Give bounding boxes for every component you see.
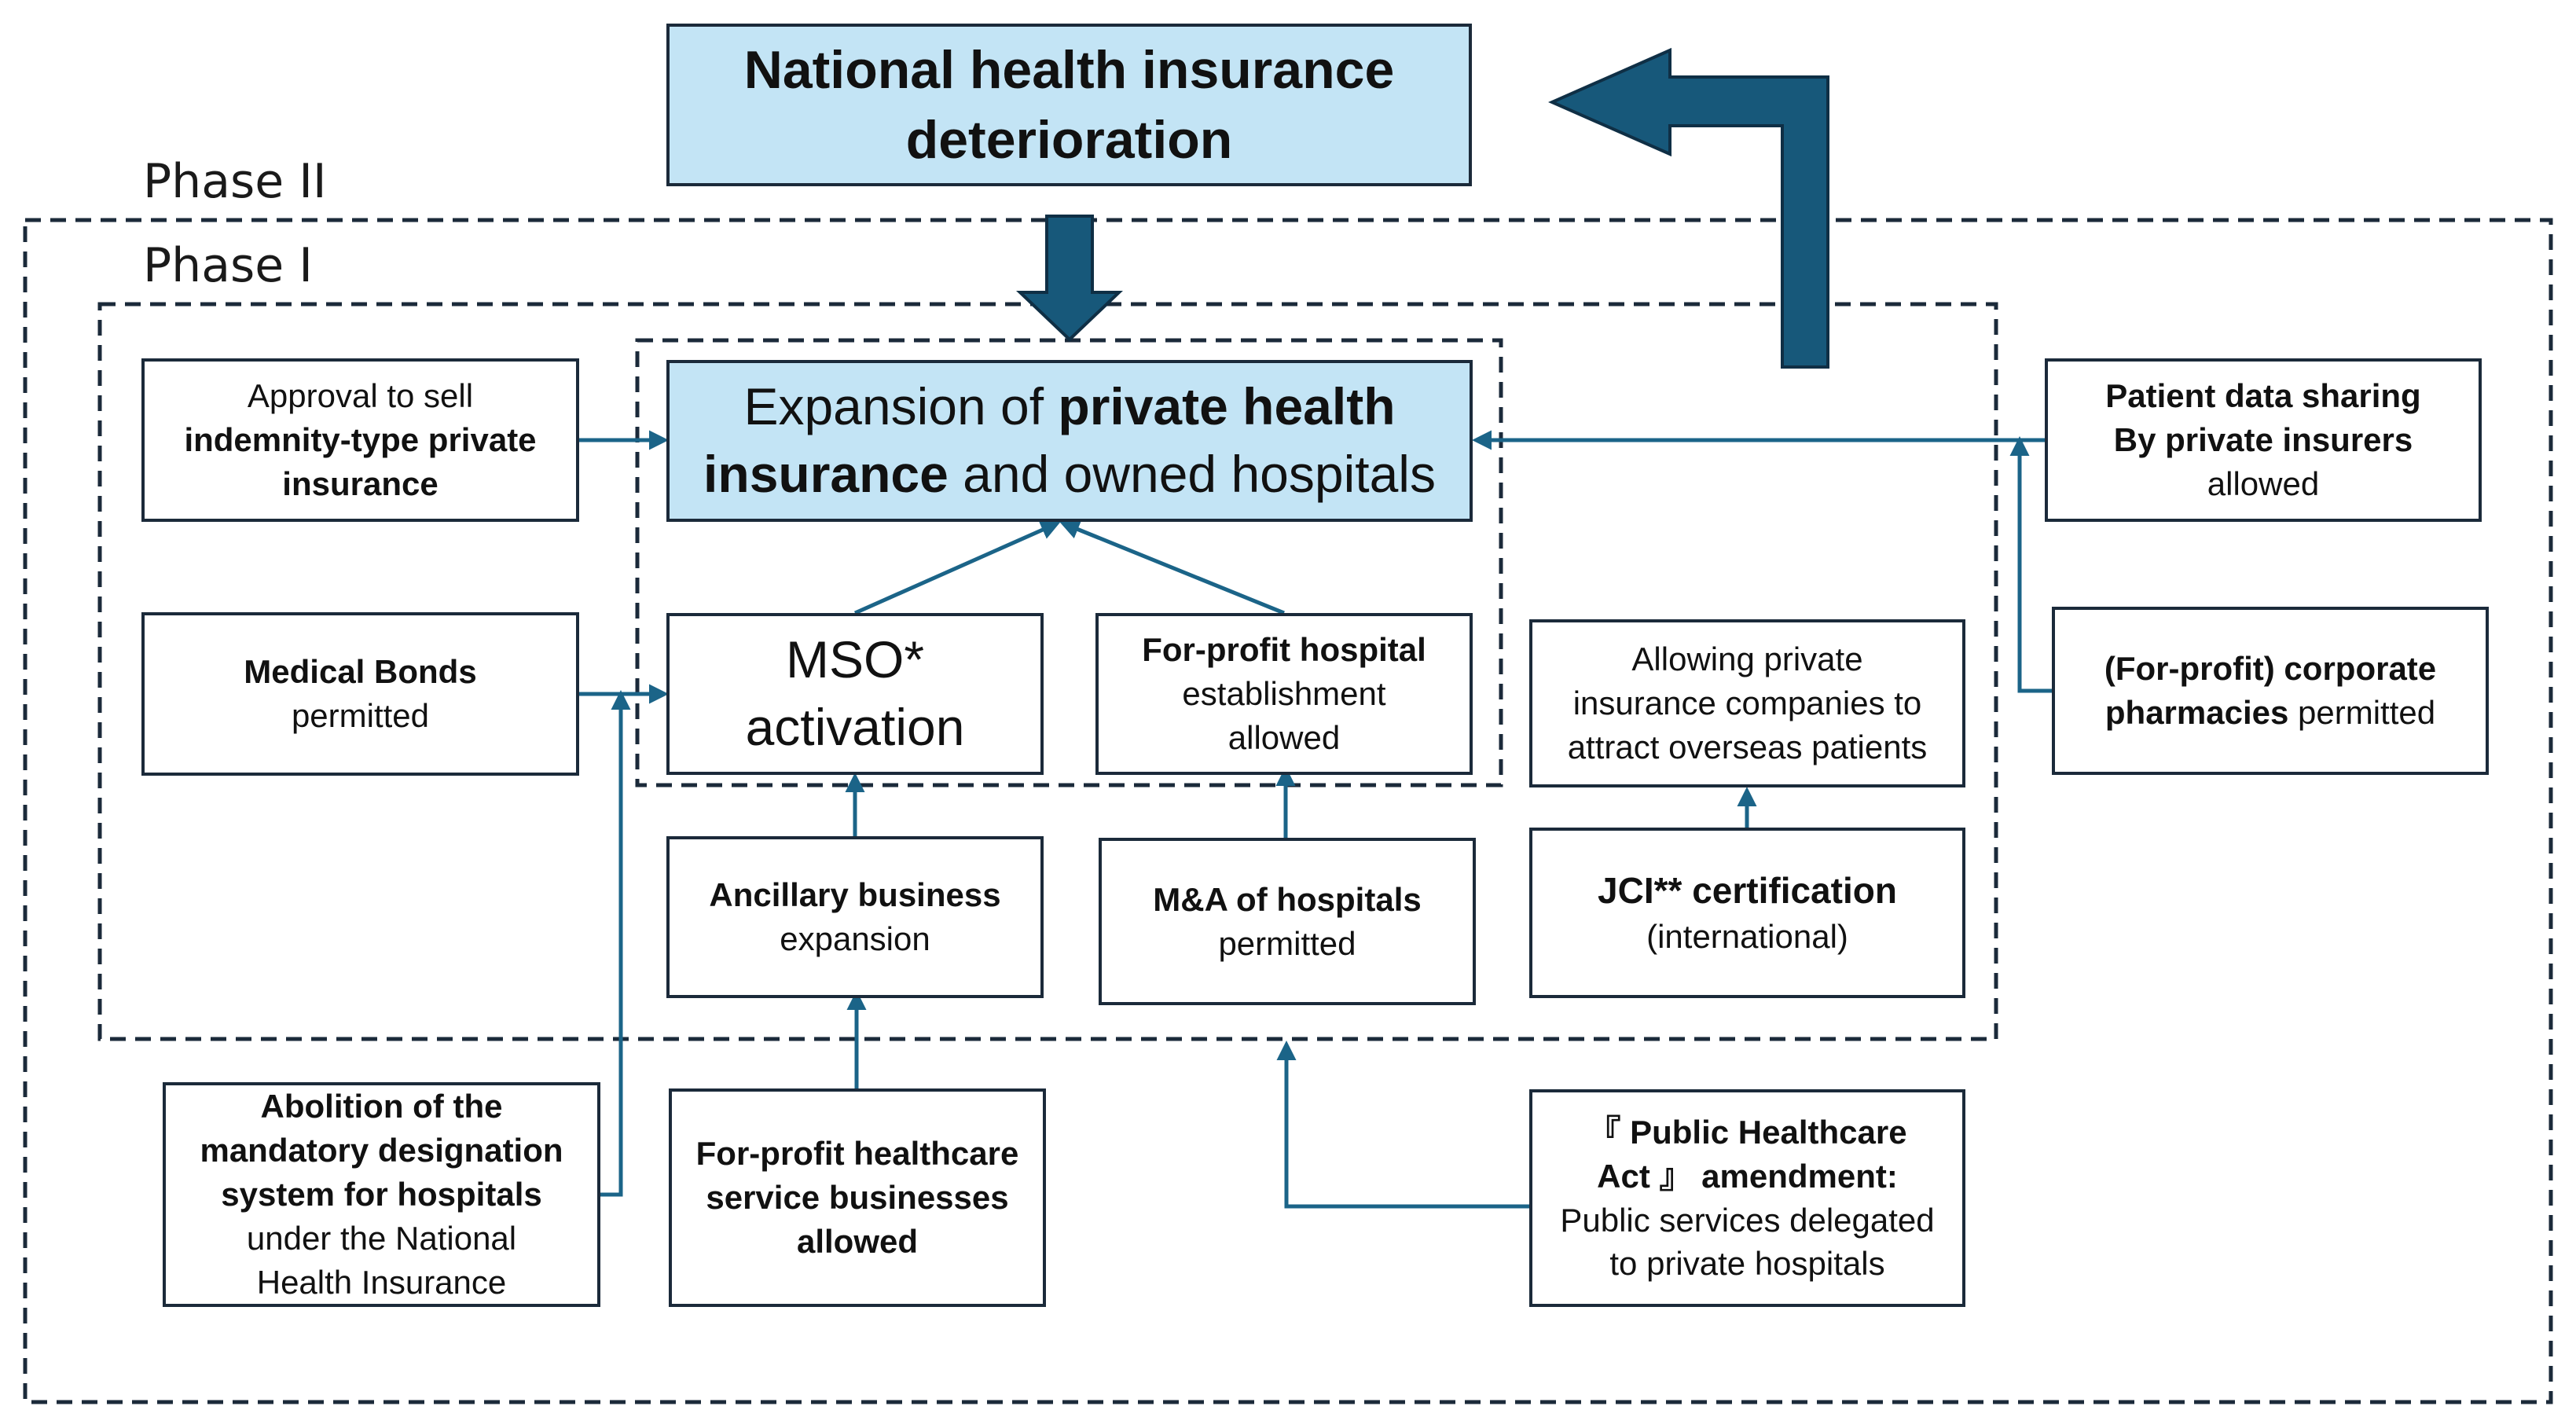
abolition-line-5: Health Insurance (256, 1263, 507, 1301)
patient-data-line-1: Patient data sharing (2105, 377, 2421, 415)
phase1-label: Phase I (143, 238, 313, 293)
indemnity-insurance-box: Approval to sell indemnity-type private … (141, 358, 579, 522)
center-line-2: insurance and owned hospitals (703, 445, 1436, 503)
mna-line-1: M&A of hospitals (1153, 880, 1422, 918)
abolition-line-2: mandatory designation (200, 1132, 563, 1169)
mso-line-1: MSO* (785, 630, 925, 689)
big-down-arrow (1016, 215, 1123, 342)
forprofit-hospital-line-3: allowed (1227, 718, 1341, 756)
indemnity-line-3: insurance (282, 464, 439, 502)
jci-certification-box: JCI** certification (international) (1529, 828, 1965, 998)
fp-services-line-1: For-profit healthcare (695, 1135, 1019, 1173)
medical-bonds-box: Medical Bonds permitted (141, 612, 579, 776)
public-healthcare-act-box: 『 Public Healthcare Act 』 amendment: Pub… (1529, 1089, 1965, 1307)
abolition-line-3: system for hospitals (221, 1176, 542, 1213)
jci-line-2: (international) (1646, 918, 1848, 956)
indemnity-line-1: Approval to sell (247, 377, 474, 415)
phase1-frame (97, 302, 1998, 1041)
arrow-public-act-to-phase1 (1276, 1041, 1531, 1209)
abolition-line-4: under the National (246, 1219, 517, 1257)
ancillary-line-2: expansion (780, 920, 930, 957)
overseas-line-1: Allowing private (1631, 641, 1863, 678)
ancillary-line-1: Ancillary business (709, 876, 1001, 914)
bonds-line-1: Medical Bonds (244, 653, 477, 691)
overseas-line-3: attract overseas patients (1567, 728, 1928, 765)
ancillary-business-box: Ancillary business expansion (666, 836, 1044, 998)
arrow-mso-to-center (853, 520, 1061, 615)
abolition-designation-box: Abolition of the mandatory designation s… (163, 1082, 600, 1307)
indemnity-line-2: indemnity-type private (184, 421, 537, 459)
abolition-line-1: Abolition of the (260, 1088, 503, 1125)
fp-services-line-2: service businesses (706, 1179, 1009, 1217)
forprofit-hospital-box: For-profit hospital establishment allowe… (1095, 613, 1473, 775)
public-act-line-1: 『 Public Healthcare (1587, 1113, 1907, 1151)
arrow-hospital-to-center (1059, 519, 1285, 615)
forprofit-hospital-line-1: For-profit hospital (1142, 631, 1426, 669)
public-act-line-3: Public services delegated (1560, 1201, 1935, 1239)
mso-activation-box: MSO* activation (666, 613, 1044, 775)
public-act-line-4: to private hospitals (1609, 1245, 1885, 1283)
big-return-arrow (1548, 47, 1829, 369)
public-act-line-2: Act 』 amendment: (1597, 1157, 1898, 1195)
mna-line-2: permitted (1218, 924, 1356, 962)
national-insurance-deterioration-box: National health insurance deterioration (666, 24, 1472, 186)
forprofit-services-box: For-profit healthcare service businesses… (669, 1088, 1046, 1307)
phase2-frame (23, 218, 2553, 1404)
patient-data-line-3: allowed (2207, 464, 2320, 502)
mso-line-2: activation (745, 698, 965, 756)
overseas-patients-box: Allowing private insurance companies to … (1529, 619, 1965, 787)
arrow-pharmacies-to-patient-data (2009, 436, 2052, 693)
bonds-line-2: permitted (291, 697, 430, 734)
corporate-pharmacies-box: (For-profit) corporate pharmacies permit… (2052, 607, 2489, 775)
jci-line-1: JCI** certification (1598, 869, 1897, 911)
forprofit-hospital-line-2: establishment (1182, 675, 1386, 713)
pharmacies-line-2: pharmacies permitted (2104, 694, 2436, 731)
center-line-1: Expansion of private health (743, 377, 1396, 436)
mna-hospitals-box: M&A of hospitals permitted (1099, 838, 1476, 1005)
arrow-abolition-to-bonds (600, 690, 631, 1197)
fp-services-line-3: allowed (796, 1222, 919, 1260)
title-line-2: deterioration (905, 109, 1233, 170)
phase2-label: Phase II (143, 154, 327, 209)
overseas-line-2: insurance companies to (1572, 685, 1922, 722)
private-insurance-expansion-box: Expansion of private health insurance an… (666, 360, 1473, 522)
patient-data-box: Patient data sharing By private insurers… (2045, 358, 2482, 522)
pharmacies-line-1: (For-profit) corporate (2104, 650, 2437, 688)
title-line-1: National health insurance (743, 40, 1395, 101)
patient-data-line-2: By private insurers (2113, 421, 2413, 459)
